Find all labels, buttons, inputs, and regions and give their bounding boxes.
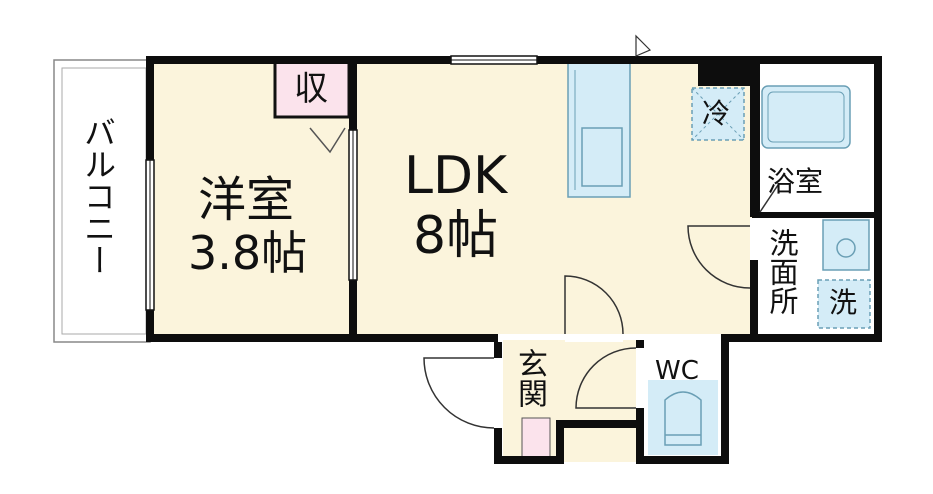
- washroom-label: 洗面所: [765, 228, 799, 315]
- ldk-size: 8帖: [413, 206, 499, 266]
- storage-label: 収: [294, 69, 328, 109]
- bathtub-inner: [767, 91, 845, 143]
- balcony-label: バルコニー: [79, 116, 117, 276]
- ldk-door-opening: [565, 334, 623, 342]
- fridge-cross: [691, 87, 745, 141]
- fridge-label: 冷: [702, 97, 731, 130]
- front-door-opening: [494, 358, 502, 428]
- front-door-swing: [423, 357, 495, 429]
- western-room-size: 3.8帖: [188, 226, 308, 280]
- kitchen-counter: [567, 61, 631, 198]
- western-room-name: 洋室: [198, 172, 295, 228]
- washer-label: 洗: [829, 286, 858, 319]
- ldk-floor: [357, 62, 755, 334]
- entry-door-arc: [635, 34, 652, 57]
- bath-door: [759, 184, 779, 213]
- bathtub: [761, 85, 851, 149]
- washroom-door-swing: [687, 225, 751, 289]
- toilet-door-opening: [636, 348, 644, 408]
- washbasin: [822, 219, 870, 271]
- balcony-outline: [53, 59, 151, 343]
- kitchen-sink: [581, 127, 623, 187]
- bathroom-label: 浴室: [767, 165, 824, 198]
- storage-door-swing: [309, 127, 346, 154]
- toilet-door-swing: [575, 347, 637, 409]
- washer-space: [817, 279, 871, 329]
- ldk-name: LDK: [404, 146, 508, 206]
- washroom-door-opening: [750, 218, 760, 260]
- toilet-bowl: [664, 391, 702, 446]
- storage-closet: [273, 60, 351, 119]
- toilet-label: WC: [655, 356, 699, 386]
- washbasin-bowl: [836, 238, 856, 258]
- shoe-box: [521, 417, 551, 459]
- ldk-door-swing: [564, 275, 624, 335]
- entrance-label: 玄関: [512, 348, 547, 408]
